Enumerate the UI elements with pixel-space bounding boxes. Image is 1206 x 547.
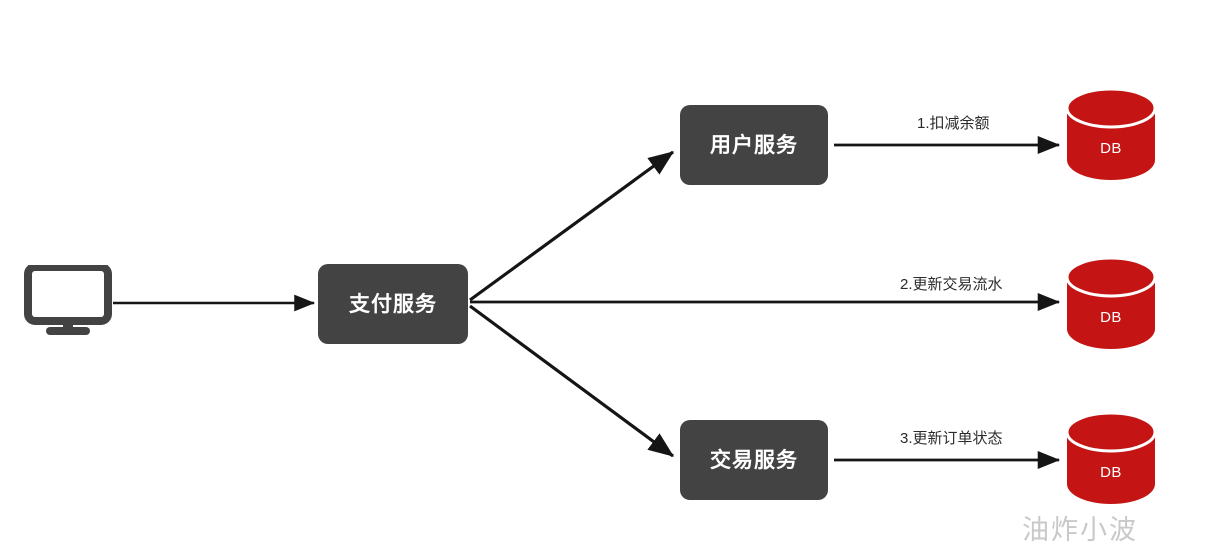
- edge-label-user-to-db: 1.扣减余额: [917, 115, 990, 132]
- service-node-user-service[interactable]: 用户服务: [680, 105, 828, 185]
- database-node-order-db[interactable]: DB: [1065, 411, 1157, 504]
- service-node-payment-service[interactable]: 支付服务: [318, 264, 468, 344]
- monitor-icon: [24, 263, 112, 335]
- service-label: 用户服务: [710, 133, 798, 157]
- service-node-transaction-service[interactable]: 交易服务: [680, 420, 828, 500]
- database-cylinder-icon: [1065, 256, 1157, 349]
- watermark: 油炸小波: [1022, 515, 1138, 545]
- edge-payment-to-transaction: [469, 304, 675, 458]
- service-label: 支付服务: [349, 292, 437, 316]
- database-node-user-db[interactable]: DB: [1065, 87, 1157, 180]
- edge-payment-to-user: [469, 150, 675, 302]
- database-label: DB: [1100, 309, 1122, 326]
- service-label: 交易服务: [710, 448, 798, 472]
- client-node: [24, 263, 112, 337]
- database-cylinder-icon: [1065, 87, 1157, 180]
- database-label: DB: [1100, 464, 1122, 481]
- database-cylinder-icon: [1065, 411, 1157, 504]
- edge-label-transaction-to-db: 3.更新订单状态: [900, 430, 1003, 447]
- database-label: DB: [1100, 140, 1122, 157]
- edge-label-payment-to-flow-db: 2.更新交易流水: [900, 276, 1003, 293]
- database-node-transaction-flow-db[interactable]: DB: [1065, 256, 1157, 349]
